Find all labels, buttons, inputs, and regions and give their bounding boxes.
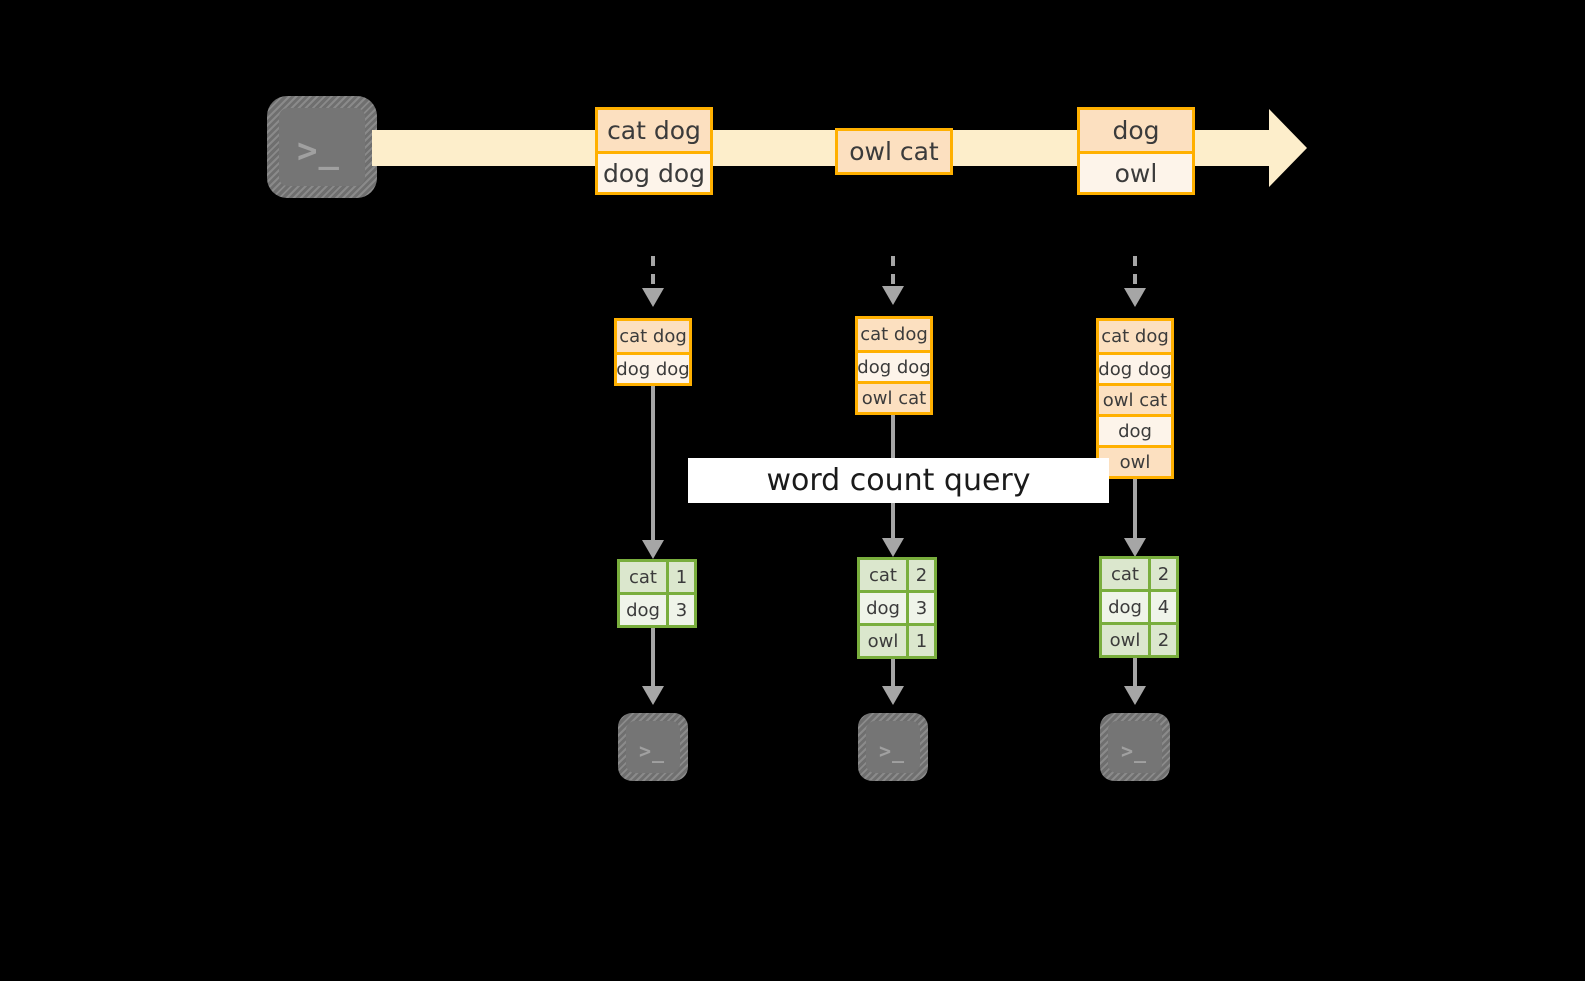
result-key: owl	[867, 630, 899, 652]
table-row: owl 1	[860, 623, 934, 656]
stream-event-line: owl cat	[838, 131, 950, 172]
event-log-row: cat dog	[858, 319, 930, 350]
snapshot-1-feed-dash	[651, 256, 655, 292]
stream-event-line: owl	[1080, 151, 1192, 192]
terminal-body: >_	[279, 108, 365, 186]
result-count: 3	[666, 595, 694, 625]
event-log-row: dog dog	[616, 352, 690, 383]
result-count: 2	[906, 560, 934, 590]
result-count: 2	[1148, 625, 1176, 655]
event-log-row: owl	[1099, 445, 1171, 476]
snapshot-3-result-table[interactable]: cat 2 dog 4 owl 2	[1099, 556, 1179, 658]
snapshot-2-sink-line	[891, 653, 895, 690]
terminal-prompt-glyph: >_	[1121, 739, 1148, 763]
result-count: 1	[666, 562, 694, 592]
snapshot-1-sink-arrowhead	[642, 686, 664, 705]
snapshot-1-result-table[interactable]: cat 1 dog 3	[617, 559, 697, 628]
terminal-body: >_	[626, 721, 680, 773]
snapshot-3-event-log[interactable]: cat dog dog dog owl cat dog owl	[1096, 318, 1174, 479]
table-row: dog 3	[860, 590, 934, 623]
result-count: 3	[906, 593, 934, 623]
stream-event-line: dog	[1080, 110, 1192, 151]
table-row: dog 4	[1102, 589, 1176, 622]
table-row: owl 2	[1102, 622, 1176, 655]
snapshot-2-feed-dash	[891, 256, 895, 290]
snapshot-3-feed-arrowhead	[1124, 288, 1146, 307]
result-key: cat	[629, 566, 657, 588]
stream-arrowhead	[1269, 109, 1307, 187]
event-log-row: cat dog	[1099, 321, 1171, 352]
table-row: cat 2	[1102, 559, 1176, 589]
snapshot-3-sink-line	[1133, 652, 1137, 690]
stream-event-group-2[interactable]: owl cat	[835, 128, 953, 175]
snapshot-1-query-line	[651, 384, 655, 544]
snapshot-1-sink-line	[651, 625, 655, 690]
result-key: dog	[626, 599, 660, 621]
snapshot-1-feed-arrowhead	[642, 288, 664, 307]
snapshot-1-event-log[interactable]: cat dog dog dog	[614, 318, 692, 386]
result-key: owl	[1109, 629, 1141, 651]
event-log-row: dog	[1099, 414, 1171, 445]
snapshot-3-query-line	[1133, 478, 1137, 542]
stream-event-line: cat dog	[598, 110, 710, 151]
stream-event-group-1[interactable]: cat dog dog dog	[595, 107, 713, 195]
result-key: cat	[1111, 563, 1139, 585]
event-log-row: dog dog	[857, 350, 931, 381]
stream-event-group-3[interactable]: dog owl	[1077, 107, 1195, 195]
table-row: cat 2	[860, 560, 934, 590]
terminal-body: >_	[1108, 721, 1162, 773]
result-key: cat	[869, 564, 897, 586]
snapshot-2-event-log[interactable]: cat dog dog dog owl cat	[855, 316, 933, 415]
event-log-row: owl cat	[1099, 383, 1171, 414]
result-key: dog	[866, 597, 900, 619]
snapshot-2-sink-terminal-icon: >_	[858, 713, 928, 781]
snapshot-2-result-table[interactable]: cat 2 dog 3 owl 1	[857, 557, 937, 659]
snapshot-2-query-arrowhead	[882, 538, 904, 557]
table-row: dog 3	[620, 592, 694, 625]
source-terminal-icon: >_	[267, 96, 377, 198]
result-count: 2	[1148, 559, 1176, 589]
snapshot-1-sink-terminal-icon: >_	[618, 713, 688, 781]
query-label-band: word count query	[688, 458, 1109, 503]
event-log-row: dog dog	[1098, 352, 1172, 383]
result-count: 1	[906, 626, 934, 656]
terminal-prompt-glyph: >_	[879, 739, 906, 763]
snapshot-1-query-arrowhead	[642, 540, 664, 559]
snapshot-3-query-arrowhead	[1124, 538, 1146, 557]
snapshot-2-sink-arrowhead	[882, 686, 904, 705]
terminal-prompt-glyph: >_	[639, 739, 666, 763]
snapshot-3-feed-dash	[1133, 256, 1137, 292]
table-row: cat 1	[620, 562, 694, 592]
terminal-body: >_	[866, 721, 920, 773]
result-count: 4	[1148, 592, 1176, 622]
event-log-row: owl cat	[858, 381, 930, 412]
result-key: dog	[1108, 596, 1142, 618]
snapshot-3-sink-arrowhead	[1124, 686, 1146, 705]
snapshot-3-sink-terminal-icon: >_	[1100, 713, 1170, 781]
stream-event-line: dog dog	[598, 151, 710, 192]
event-log-row: cat dog	[617, 321, 689, 352]
snapshot-2-feed-arrowhead	[882, 286, 904, 305]
query-label-text: word count query	[766, 463, 1031, 498]
terminal-prompt-glyph: >_	[297, 131, 340, 171]
